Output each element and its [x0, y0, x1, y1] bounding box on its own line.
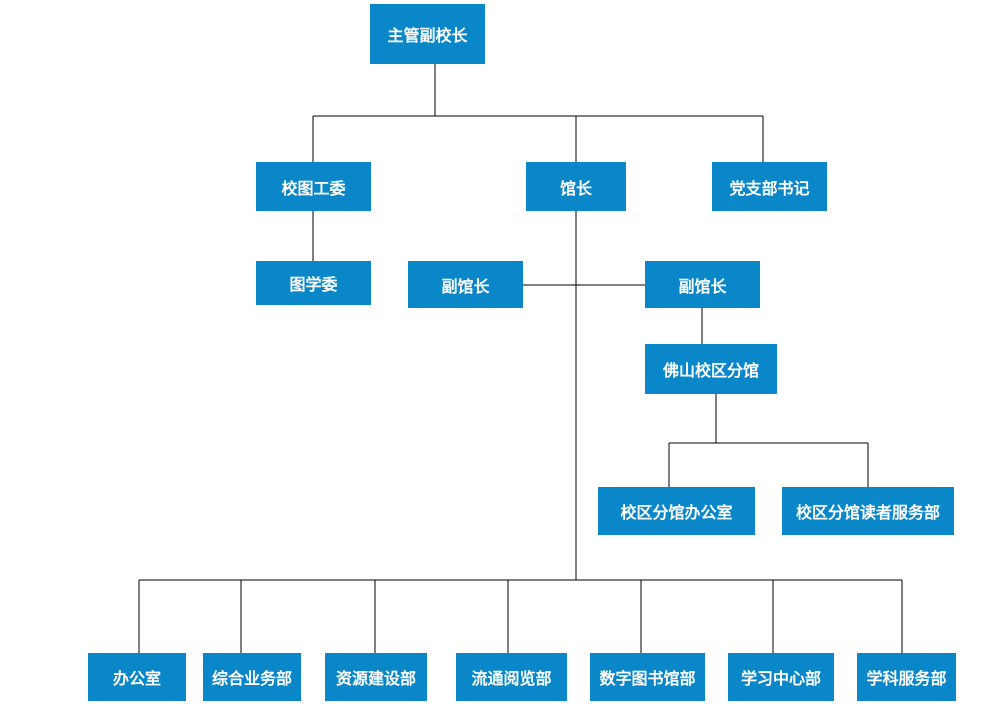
node-branch-office: 校区分馆办公室: [598, 487, 755, 535]
node-subject-services: 学科服务部: [857, 653, 956, 701]
node-circulation-reading: 流通阅览部: [456, 653, 567, 701]
node-digital-library: 数字图书馆部: [590, 653, 705, 701]
node-branch-reader-services: 校区分馆读者服务部: [782, 487, 954, 535]
node-deputy-director-left: 副馆长: [408, 261, 523, 308]
node-foshan-branch: 佛山校区分馆: [645, 344, 777, 394]
node-director: 馆长: [526, 162, 626, 211]
node-school-library-committee: 校图工委: [256, 162, 371, 211]
node-resource-development: 资源建设部: [325, 653, 427, 701]
node-general-affairs: 综合业务部: [203, 653, 301, 701]
node-learning-center: 学习中心部: [728, 653, 834, 701]
node-office: 办公室: [88, 653, 186, 701]
node-library-student-committee: 图学委: [256, 261, 371, 305]
node-deputy-director-right: 副馆长: [645, 261, 760, 308]
node-vice-president: 主管副校长: [370, 4, 485, 64]
node-party-secretary: 党支部书记: [712, 162, 827, 211]
